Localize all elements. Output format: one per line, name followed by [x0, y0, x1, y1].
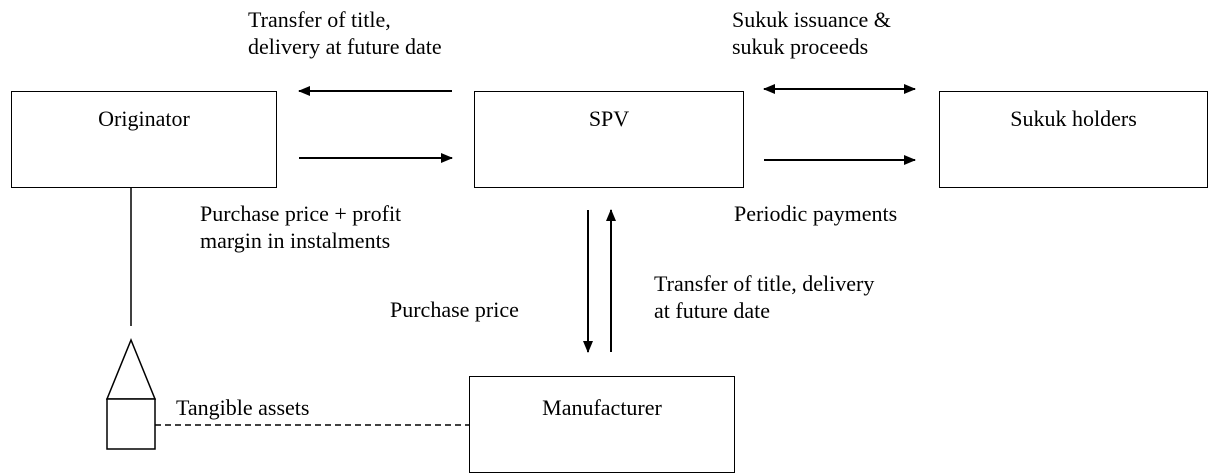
label-tangible-assets-line1: Tangible assets — [176, 395, 310, 420]
label-tangible-assets: Tangible assets — [176, 394, 309, 421]
label-originator-to-spv-line2: margin in instalments — [200, 228, 391, 253]
label-manufacturer-to-spv-line1: Transfer of title, delivery — [654, 271, 875, 296]
label-spv-to-holders: Periodic payments — [734, 200, 897, 227]
label-spv-holders-exchange-line2: sukuk proceeds — [732, 34, 869, 59]
sukuk-holders-box: Sukuk holders — [939, 91, 1208, 188]
tangible-assets-house-icon — [105, 338, 157, 450]
label-manufacturer-to-spv: Transfer of title, delivery at future da… — [654, 270, 874, 324]
label-manufacturer-to-spv-line2: at future date — [654, 298, 771, 323]
originator-label: Originator — [98, 106, 190, 131]
originator-box: Originator — [11, 91, 277, 188]
label-spv-to-manufacturer: Purchase price — [390, 296, 519, 323]
label-spv-to-originator-line2: delivery at future date — [248, 34, 442, 59]
sukuk-holders-label: Sukuk holders — [1010, 106, 1137, 131]
label-spv-to-holders-line1: Periodic payments — [734, 201, 898, 226]
manufacturer-label: Manufacturer — [542, 395, 662, 420]
label-originator-to-spv: Purchase price + profit margin in instal… — [200, 200, 401, 254]
label-spv-to-originator-line1: Transfer of title, — [248, 7, 391, 32]
label-spv-holders-exchange: Sukuk issuance & sukuk proceeds — [732, 6, 891, 60]
manufacturer-box: Manufacturer — [469, 376, 735, 473]
label-spv-holders-exchange-line1: Sukuk issuance & — [732, 7, 891, 32]
spv-label: SPV — [588, 106, 630, 131]
label-spv-to-manufacturer-line1: Purchase price — [390, 297, 519, 322]
label-originator-to-spv-line1: Purchase price + profit — [200, 201, 402, 226]
label-spv-to-originator: Transfer of title, delivery at future da… — [248, 6, 442, 60]
spv-box: SPV — [474, 91, 744, 188]
